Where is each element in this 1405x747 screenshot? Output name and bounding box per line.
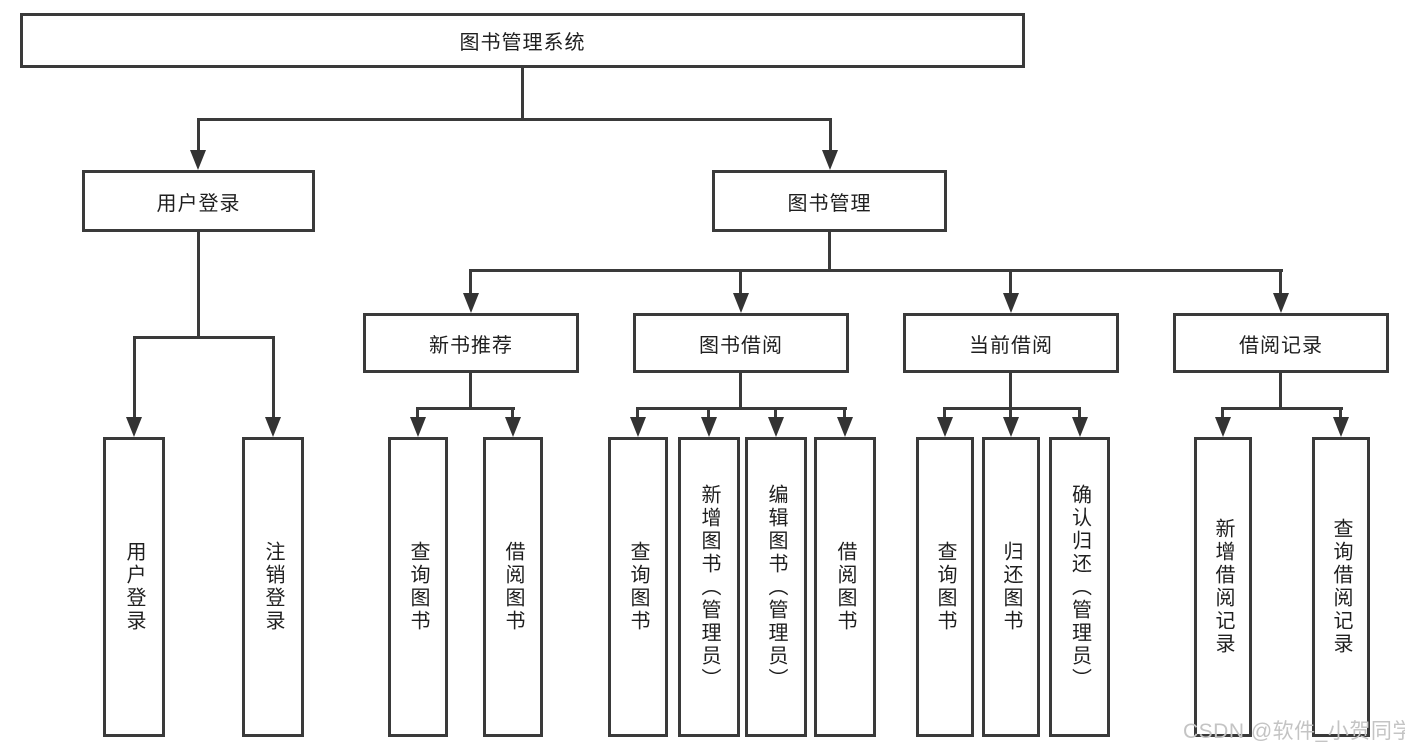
connector-line bbox=[774, 407, 777, 419]
connector-line bbox=[636, 407, 847, 410]
connector-line bbox=[1009, 373, 1012, 409]
leaf-query-borrow-record-label: 查询借阅记录 bbox=[1330, 518, 1352, 656]
leaf-edit-book-admin: 编辑图书（管理员） bbox=[745, 437, 807, 737]
connector-line bbox=[1279, 269, 1282, 295]
leaf-logout: 注销登录 bbox=[242, 437, 304, 737]
arrowhead bbox=[1003, 417, 1019, 437]
connector-line bbox=[829, 118, 832, 151]
node-book-borrow-label: 图书借阅 bbox=[699, 334, 783, 357]
leaf-logout-label: 注销登录 bbox=[262, 541, 284, 633]
csdn-watermark: CSDN @软件_小贺同学 bbox=[1183, 720, 1405, 743]
connector-line bbox=[197, 118, 200, 151]
leaf-borrow-book-recommend-label: 借阅图书 bbox=[502, 541, 524, 633]
arrowhead bbox=[837, 417, 853, 437]
node-current-borrow-label: 当前借阅 bbox=[969, 334, 1053, 357]
connector-line bbox=[133, 336, 136, 417]
arrowhead bbox=[937, 417, 953, 437]
arrowhead bbox=[1273, 293, 1289, 313]
node-current-borrow: 当前借阅 bbox=[903, 313, 1119, 373]
arrowhead bbox=[701, 417, 717, 437]
connector-line bbox=[636, 407, 639, 419]
leaf-query-borrow-record: 查询借阅记录 bbox=[1312, 437, 1370, 737]
arrowhead bbox=[1215, 417, 1231, 437]
connector-line bbox=[416, 407, 419, 419]
leaf-return-book: 归还图书 bbox=[982, 437, 1040, 737]
leaf-borrow-book: 借阅图书 bbox=[814, 437, 876, 737]
arrowhead bbox=[733, 293, 749, 313]
leaf-return-book-label: 归还图书 bbox=[1000, 541, 1022, 633]
connector-line bbox=[1279, 373, 1282, 409]
leaf-add-borrow-record-label: 新增借阅记录 bbox=[1212, 518, 1234, 656]
connector-line bbox=[416, 407, 515, 410]
connector-line bbox=[1339, 407, 1342, 419]
arrowhead bbox=[505, 417, 521, 437]
arrowhead bbox=[126, 417, 142, 437]
connector-line bbox=[1009, 407, 1012, 419]
node-user-login: 用户登录 bbox=[82, 170, 315, 232]
node-new-book-recommend-label: 新书推荐 bbox=[429, 334, 513, 357]
connector-line bbox=[1221, 407, 1224, 419]
connector-line bbox=[943, 407, 1081, 410]
arrowhead bbox=[822, 150, 838, 170]
connector-line bbox=[469, 269, 1283, 272]
leaf-user-login-label: 用户登录 bbox=[123, 541, 145, 633]
connector-line bbox=[1078, 407, 1081, 419]
node-root: 图书管理系统 bbox=[20, 13, 1025, 68]
connector-line bbox=[197, 232, 200, 338]
connector-line bbox=[739, 373, 742, 409]
connector-line bbox=[197, 118, 832, 121]
leaf-query-book-current: 查询图书 bbox=[916, 437, 974, 737]
node-root-label: 图书管理系统 bbox=[459, 32, 586, 54]
leaf-query-book-current-label: 查询图书 bbox=[934, 541, 956, 633]
node-borrow-record-label: 借阅记录 bbox=[1239, 334, 1323, 357]
arrowhead bbox=[1333, 417, 1349, 437]
leaf-confirm-return-admin: 确认归还（管理员） bbox=[1049, 437, 1110, 737]
connector-line bbox=[511, 407, 514, 419]
arrowhead bbox=[190, 150, 206, 170]
connector-line bbox=[1009, 269, 1012, 295]
leaf-edit-book-admin-label: 编辑图书（管理员） bbox=[765, 483, 787, 691]
connector-line bbox=[272, 336, 275, 417]
arrowhead bbox=[463, 293, 479, 313]
connector-line bbox=[707, 407, 710, 419]
leaf-borrow-book-label: 借阅图书 bbox=[834, 541, 856, 633]
leaf-confirm-return-admin-label: 确认归还（管理员） bbox=[1068, 483, 1091, 691]
connector-line bbox=[469, 373, 472, 409]
leaf-query-book-recommend: 查询图书 bbox=[388, 437, 448, 737]
node-book-management-label: 图书管理 bbox=[787, 192, 872, 215]
connector-line bbox=[943, 407, 946, 419]
connector-line bbox=[469, 269, 472, 295]
leaf-add-book-admin: 新增图书（管理员） bbox=[678, 437, 740, 737]
leaf-query-book-borrow: 查询图书 bbox=[608, 437, 668, 737]
node-new-book-recommend: 新书推荐 bbox=[363, 313, 579, 373]
leaf-query-book-borrow-label: 查询图书 bbox=[627, 541, 649, 633]
leaf-add-book-admin-label: 新增图书（管理员） bbox=[698, 483, 720, 691]
leaf-user-login: 用户登录 bbox=[103, 437, 165, 737]
connector-line bbox=[1221, 407, 1343, 410]
arrowhead bbox=[265, 417, 281, 437]
connector-line bbox=[843, 407, 846, 419]
arrowhead bbox=[410, 417, 426, 437]
arrowhead bbox=[630, 417, 646, 437]
arrowhead bbox=[1003, 293, 1019, 313]
connector-line bbox=[828, 232, 831, 272]
connector-line bbox=[521, 68, 524, 120]
node-book-borrow: 图书借阅 bbox=[633, 313, 849, 373]
arrowhead bbox=[1072, 417, 1088, 437]
node-user-login-label: 用户登录 bbox=[156, 192, 241, 215]
leaf-query-book-recommend-label: 查询图书 bbox=[407, 541, 429, 633]
connector-line bbox=[133, 336, 275, 339]
connector-line bbox=[739, 269, 742, 295]
leaf-borrow-book-recommend: 借阅图书 bbox=[483, 437, 543, 737]
arrowhead bbox=[768, 417, 784, 437]
node-borrow-record: 借阅记录 bbox=[1173, 313, 1389, 373]
leaf-add-borrow-record: 新增借阅记录 bbox=[1194, 437, 1252, 737]
node-book-management: 图书管理 bbox=[712, 170, 947, 232]
